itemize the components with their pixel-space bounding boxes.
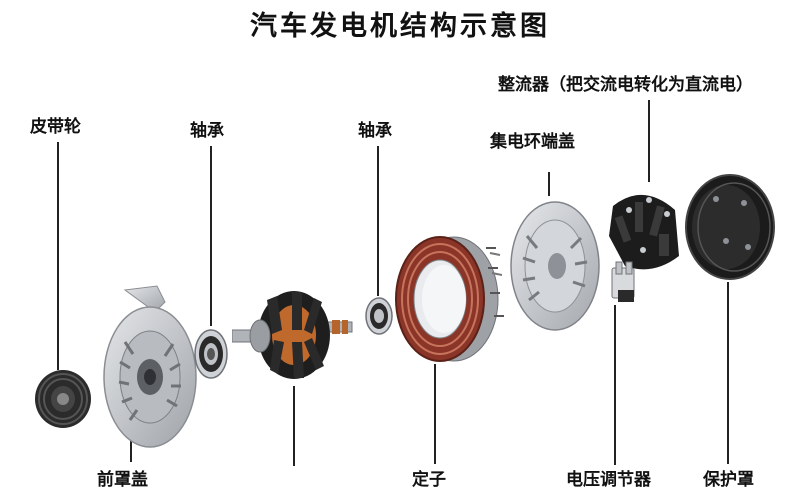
rectifier-image (609, 194, 679, 270)
label-pulley: 皮带轮 (30, 117, 81, 137)
label-rectifier: 整流器（把交流电转化为直流电） (498, 75, 753, 95)
label-voltage-regulator: 电压调节器 (566, 470, 651, 490)
label-bearing-right: 轴承 (358, 121, 392, 141)
leader-front-cover (130, 430, 132, 462)
leader-voltage-regulator (614, 305, 616, 465)
bearing-left-image (194, 329, 228, 379)
leader-pulley (57, 142, 59, 370)
leader-rotor (293, 386, 295, 466)
label-bearing-left: 轴承 (190, 121, 224, 141)
label-slip-ring-end-cover: 集电环端盖 (490, 132, 575, 152)
label-front-cover: 前罩盖 (97, 470, 148, 490)
label-stator: 定子 (412, 470, 446, 490)
label-protective-cover: 保护罩 (703, 470, 754, 490)
voltage-regulator-image (611, 261, 635, 302)
rotor-image (232, 291, 353, 379)
leader-rectifier (648, 100, 650, 182)
bearing-right-image (365, 297, 393, 335)
slip-ring-end-cover-image (510, 201, 600, 331)
front-cover-image (103, 285, 197, 448)
pulley-image (35, 370, 91, 428)
leader-bearing-right (377, 146, 379, 296)
leader-bearing-left (210, 146, 212, 326)
stator-image (395, 236, 502, 362)
protective-cover-image (685, 174, 775, 280)
leader-stator (434, 364, 436, 464)
terminal-pins-image (486, 247, 504, 317)
leader-protective-cover (727, 282, 729, 464)
leader-slip-ring-end-cover (548, 172, 550, 196)
diagram-title: 汽车发电机结构示意图 (250, 11, 550, 42)
